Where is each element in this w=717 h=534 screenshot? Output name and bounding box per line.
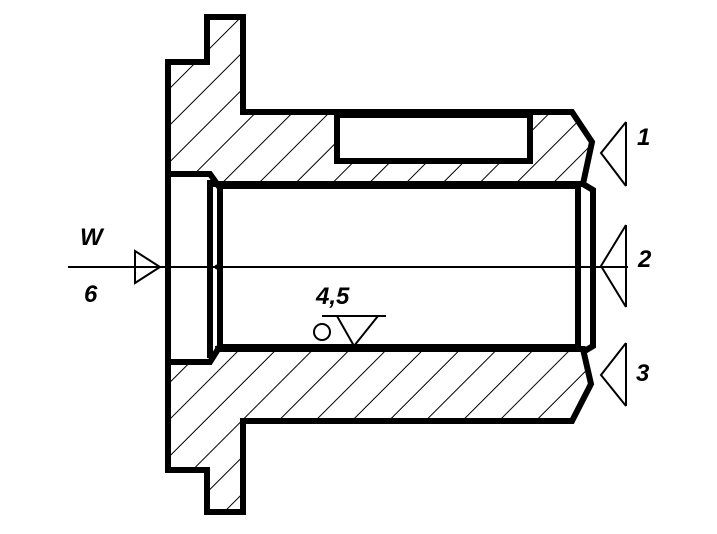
lower-wall-section — [168, 349, 591, 512]
roughness-symbol — [313, 315, 386, 348]
left-support-symbol — [134, 249, 162, 285]
label-support-2: 2 — [637, 246, 652, 273]
support-symbol-1 — [599, 121, 627, 187]
slot — [334, 112, 533, 164]
label-support-1: 1 — [637, 124, 650, 151]
label-6: 6 — [84, 281, 98, 308]
axis-dot — [214, 264, 220, 270]
label-support-3: 3 — [636, 360, 650, 387]
upper-outline — [165, 14, 596, 187]
support-symbol-3 — [599, 342, 627, 407]
lower-outline — [165, 346, 595, 515]
label-w: W — [80, 224, 105, 251]
support-symbol-2 — [599, 224, 627, 308]
label-roughness: 4,5 — [315, 283, 350, 310]
